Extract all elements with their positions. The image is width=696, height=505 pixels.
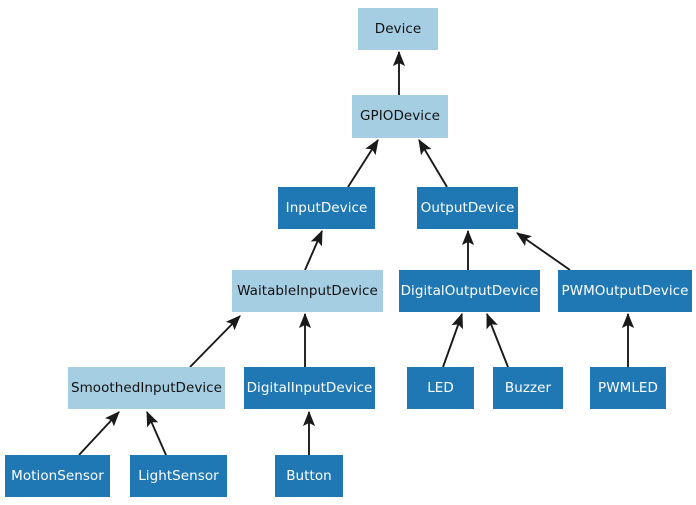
class-node-label: InputDevice: [285, 199, 368, 216]
class-node-digitaloutput[interactable]: DigitalOutputDevice: [399, 270, 540, 312]
class-node-label: LED: [427, 379, 454, 396]
class-node-label: PWMLED: [598, 379, 658, 396]
inheritance-arrow-smoothedinput-to-waitableinput: [189, 315, 241, 368]
class-node-label: DigitalInputDevice: [246, 379, 373, 396]
class-node-label: Buzzer: [504, 379, 552, 396]
class-node-waitableinput[interactable]: WaitableInputDevice: [232, 270, 383, 312]
class-node-smoothedinput[interactable]: SmoothedInputDevice: [68, 367, 225, 409]
class-node-buzzer[interactable]: Buzzer: [493, 367, 563, 409]
class-node-label: DigitalOutputDevice: [400, 282, 539, 299]
class-node-outputdevice[interactable]: OutputDevice: [417, 187, 518, 229]
class-node-button[interactable]: Button: [275, 455, 343, 497]
class-node-label: Button: [286, 467, 332, 484]
class-node-motionsensor[interactable]: MotionSensor: [5, 455, 110, 497]
class-node-label: PWMOutputDevice: [561, 282, 689, 299]
class-node-label: GPIODevice: [360, 108, 440, 125]
class-node-gpiodevice[interactable]: GPIODevice: [352, 95, 448, 138]
inheritance-arrow-lightsensor-to-smoothedinput: [146, 410, 167, 456]
inheritance-arrow-outputdevice-to-gpiodevice: [418, 139, 448, 188]
class-node-label: Device: [374, 20, 422, 37]
inheritance-arrow-motionsensor-to-smoothedinput: [78, 411, 120, 456]
inheritance-arrow-inputdevice-to-gpiodevice: [347, 139, 379, 188]
class-node-label: WaitableInputDevice: [237, 282, 378, 299]
class-node-pwmled[interactable]: PWMLED: [590, 367, 666, 409]
class-node-led[interactable]: LED: [407, 367, 474, 409]
class-node-label: LightSensor: [138, 467, 219, 484]
inheritance-arrow-waitableinput-to-inputdevice: [304, 229, 323, 271]
inheritance-arrows: [78, 50, 635, 456]
class-node-digitalinput[interactable]: DigitalInputDevice: [244, 367, 375, 409]
class-node-pwmoutput[interactable]: PWMOutputDevice: [558, 270, 692, 312]
class-node-inputdevice[interactable]: InputDevice: [278, 187, 375, 229]
class-node-device[interactable]: Device: [358, 8, 438, 50]
inheritance-arrow-buzzer-to-digitaloutput: [486, 312, 509, 368]
class-node-label: MotionSensor: [11, 467, 104, 484]
class-node-lightsensor[interactable]: LightSensor: [130, 455, 227, 497]
inheritance-arrow-led-to-digitaloutput: [442, 312, 463, 368]
class-node-label: OutputDevice: [420, 199, 515, 216]
class-node-label: SmoothedInputDevice: [70, 379, 223, 396]
inheritance-arrow-pwmoutput-to-outputdevice: [516, 232, 571, 271]
